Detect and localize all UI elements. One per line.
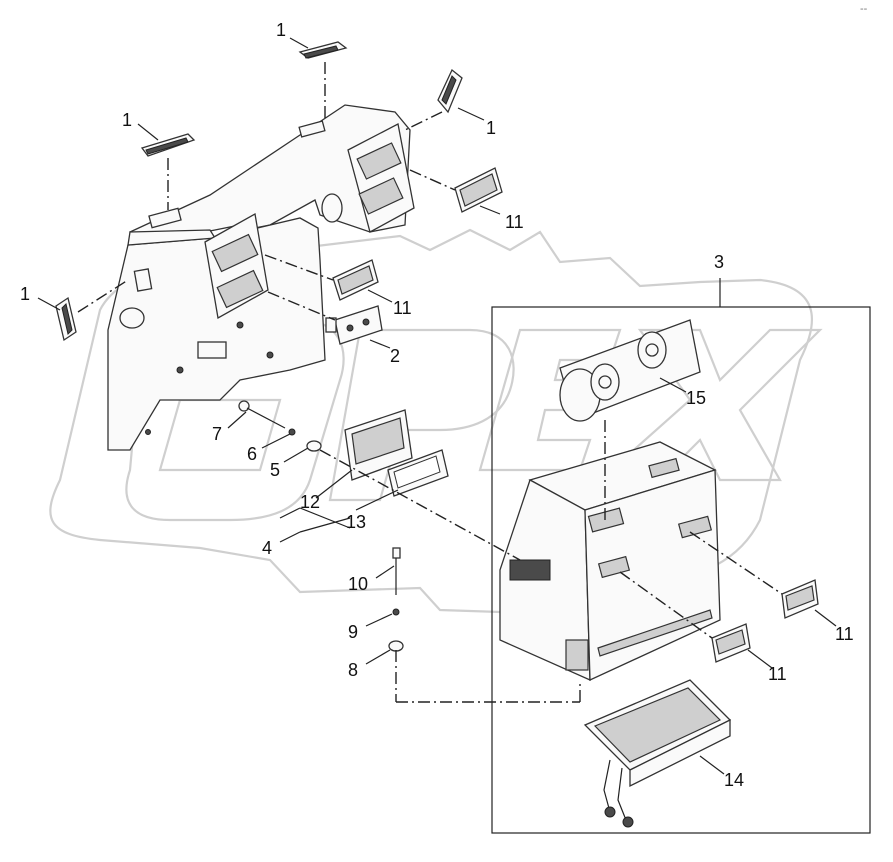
- callout-14: 14: [724, 770, 744, 790]
- side-vent-left: [55, 296, 77, 342]
- heater-core: [583, 679, 732, 828]
- side-vent-upper-right: [437, 68, 463, 114]
- heater-housing: [499, 441, 721, 682]
- callout-11-middle: 11: [393, 298, 412, 318]
- louver-vent-upper: [454, 167, 503, 213]
- callout-1-top: 1: [276, 20, 286, 40]
- mounting-bracket: [325, 305, 383, 345]
- callout-3: 3: [714, 252, 724, 272]
- callout-2: 2: [390, 346, 400, 366]
- callout-15: 15: [686, 388, 706, 408]
- bolt-assembly-upper: [238, 400, 322, 452]
- blower-fans: [559, 319, 701, 422]
- assembly-lines: [77, 62, 783, 703]
- callouts: 1 1 1 1 2 3 4 5 6 7 8 9 10 11 11 11 11 1…: [20, 20, 854, 790]
- callout-1-upper-right: 1: [486, 118, 496, 138]
- dashboard-panel: [107, 104, 415, 451]
- duct-adapter: [344, 409, 413, 481]
- corner-mark: --: [860, 3, 868, 15]
- assembly-frame: [491, 306, 871, 834]
- callout-1-left: 1: [20, 284, 30, 304]
- callout-11-lower: 11: [768, 664, 787, 684]
- callout-12: 12: [300, 492, 320, 512]
- bolt-assembly-lower: [388, 547, 404, 652]
- callout-7: 7: [212, 424, 222, 444]
- callout-6: 6: [247, 444, 257, 464]
- duct-seal: [387, 449, 449, 497]
- callout-11-upper: 11: [505, 212, 524, 232]
- callout-4: 4: [262, 538, 272, 558]
- side-vent-upper-left: [140, 133, 196, 157]
- leader-lines: [37, 37, 837, 775]
- side-vent-top: [298, 41, 348, 59]
- louver-vent-middle: [332, 259, 379, 301]
- callout-1-upper-left: 1: [122, 110, 132, 130]
- callout-13: 13: [346, 512, 366, 532]
- callout-9: 9: [348, 622, 358, 642]
- callout-8: 8: [348, 660, 358, 680]
- callout-11-right: 11: [835, 624, 854, 644]
- callout-10: 10: [348, 574, 368, 594]
- louver-vent-lower: [711, 623, 751, 663]
- louver-vent-right: [781, 579, 819, 619]
- callout-5: 5: [270, 460, 280, 480]
